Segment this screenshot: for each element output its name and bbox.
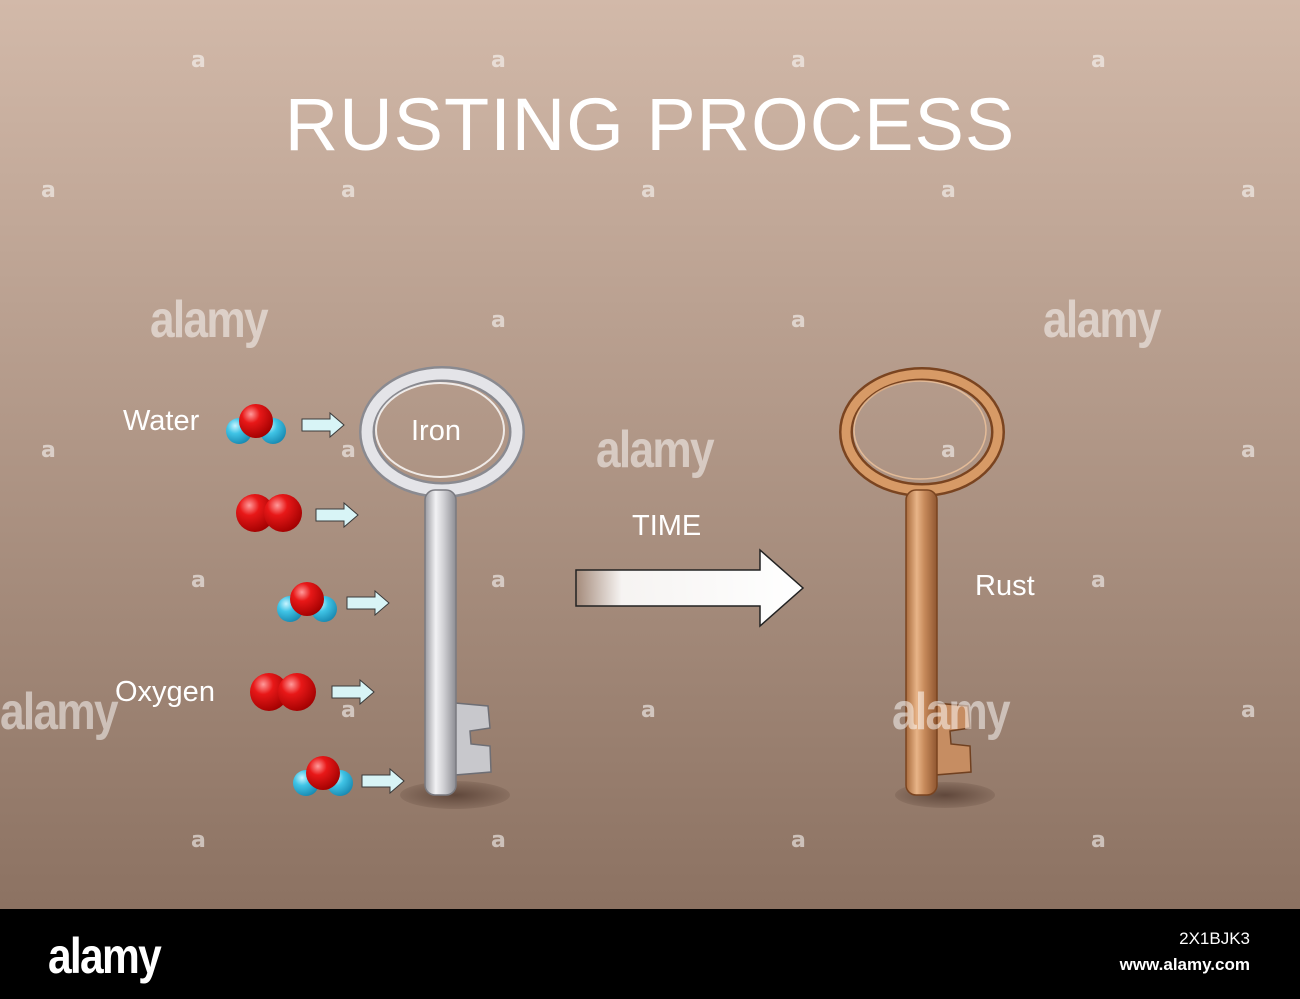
watermark-small: a <box>791 828 806 853</box>
small-arrow-icon <box>331 678 375 706</box>
watermark-small: a <box>1091 828 1106 853</box>
watermark-small: a <box>341 178 356 203</box>
small-arrow-icon <box>301 411 345 439</box>
watermark-small: a <box>41 438 56 463</box>
watermark-small: a <box>1091 48 1106 73</box>
rust-key-icon <box>839 367 1005 808</box>
watermark-small: a <box>491 568 506 593</box>
watermark-small: a <box>941 178 956 203</box>
page-title: RUSTING PROCESS <box>284 83 1016 166</box>
watermark-small: a <box>191 48 206 73</box>
small-arrow-icon <box>346 589 390 617</box>
watermark-small: a <box>491 828 506 853</box>
background <box>0 0 1300 909</box>
watermark-logo: alamy <box>1043 291 1162 349</box>
small-arrow-icon <box>315 501 359 529</box>
oxygen-atom <box>250 673 288 711</box>
oxygen-atom <box>306 756 340 790</box>
watermark-small: a <box>341 698 356 723</box>
footer-image-id: 2X1BJK3 <box>1179 929 1250 948</box>
oxygen-atom <box>239 404 273 438</box>
diagram-area <box>0 0 1300 909</box>
rust-key-bit <box>934 702 972 776</box>
watermark-small: a <box>1241 178 1256 203</box>
footer-logo: alamy <box>48 928 162 984</box>
watermark-small: a <box>1241 438 1256 463</box>
iron-key-icon <box>359 366 525 809</box>
water-label: Water <box>123 405 200 437</box>
watermark-small: a <box>491 308 506 333</box>
time-arrow-icon <box>575 548 805 628</box>
diagram-canvas <box>0 0 1300 909</box>
footer-url: www.alamy.com <box>1119 955 1250 974</box>
iron-key-bit <box>454 702 492 776</box>
watermark-small: a <box>341 438 356 463</box>
rust-key-shaft <box>905 489 938 796</box>
watermark-small: a <box>1091 568 1106 593</box>
watermark-logo: alamy <box>596 421 715 479</box>
oxygen-label: Oxygen <box>115 676 215 708</box>
rust-label: Rust <box>975 570 1035 602</box>
time-label: TIME <box>632 510 702 542</box>
molecules-group <box>226 404 405 796</box>
small-arrow-icon <box>361 767 405 795</box>
watermark-small: a <box>791 308 806 333</box>
footer-bar: alamy 2X1BJK3 www.alamy.com <box>0 909 1300 999</box>
watermark-small: a <box>791 48 806 73</box>
watermark-small: a <box>191 568 206 593</box>
oxygen-atom <box>264 494 302 532</box>
watermark-small: a <box>941 438 956 463</box>
oxygen-atom <box>236 494 274 532</box>
watermark-logo: alamy <box>892 683 1011 741</box>
watermark-small: a <box>191 828 206 853</box>
watermark-small: a <box>41 178 56 203</box>
iron-label: Iron <box>411 415 461 447</box>
watermark-small: a <box>641 178 656 203</box>
oxygen-atom <box>278 673 316 711</box>
oxygen-atom <box>290 582 324 616</box>
watermark-small: a <box>641 698 656 723</box>
watermark-logo: alamy <box>150 291 269 349</box>
iron-key-shaft <box>424 489 457 796</box>
watermark-small: a <box>1241 698 1256 723</box>
watermark-small: a <box>491 48 506 73</box>
watermark-logo: alamy <box>0 683 119 741</box>
